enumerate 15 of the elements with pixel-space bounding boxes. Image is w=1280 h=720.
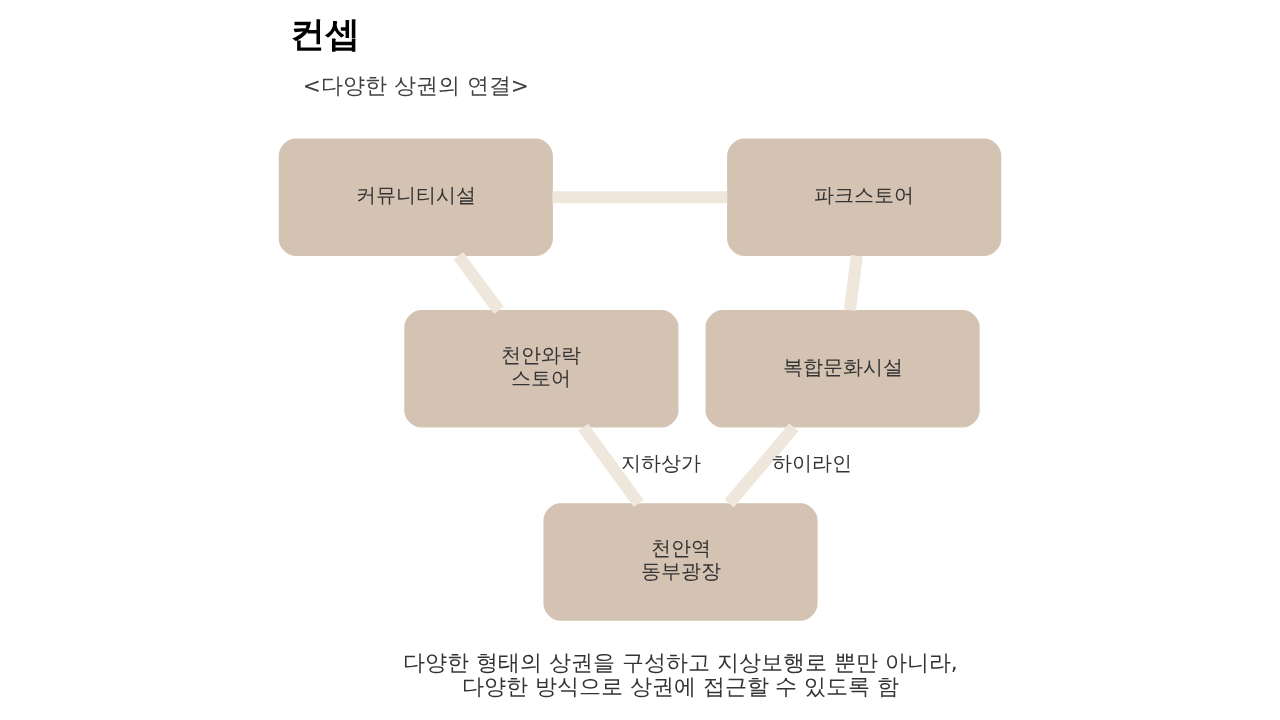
connector [453,252,504,314]
connector [578,423,644,508]
diagram-title: 컨셉 [290,12,361,54]
node-box: 커뮤니티시설 [278,138,553,256]
label: <다양한 상권의 연결> [302,73,529,98]
edge-label: 지하상가 [620,451,701,476]
connector [552,191,728,204]
connector [843,255,863,312]
node-box: 복합문화시설 [705,310,980,428]
edge-label: 하이라인 [772,451,853,476]
node-box: 천안와락 스토어 [404,310,679,428]
caption: 다양한 형태의 상권을 구성하고 지상보행로 뿐만 아니라, 다양한 방식으로 상권에 접근할 수 있도록 함 [403,649,958,699]
node-box: 파크스토어 [727,138,1002,256]
node-box: 천안역 동부광장 [543,503,818,621]
connector [724,423,799,508]
